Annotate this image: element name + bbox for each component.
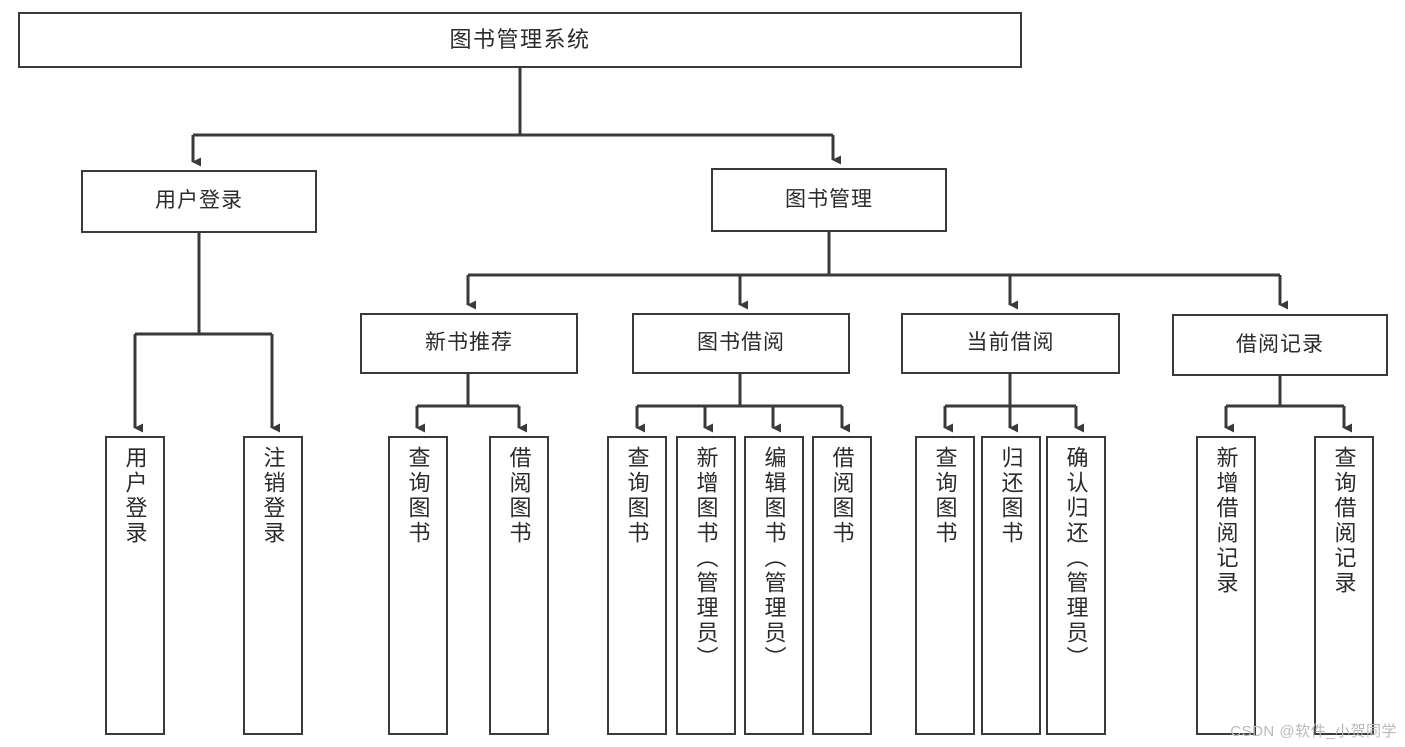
- node-label: 查询图书: [624, 446, 650, 546]
- leaf-book-borrow-edit-admin[interactable]: 编辑图书（管理员）: [744, 436, 804, 735]
- leaf-book-borrow-add-admin[interactable]: 新增图书（管理员）: [676, 436, 736, 735]
- node-label: 图书管理系统: [449, 27, 591, 53]
- node-label: 当前借阅: [966, 331, 1055, 355]
- leaf-borrow-record-add[interactable]: 新增借阅记录: [1196, 436, 1256, 735]
- node-label: 用户登录: [155, 189, 243, 213]
- node-label: 注销登录: [260, 446, 286, 546]
- node-label: 图书管理: [785, 187, 873, 211]
- node-label: 确认归还（管理员）: [1063, 446, 1089, 671]
- leaf-book-borrow-borrow[interactable]: 借阅图书: [812, 436, 872, 735]
- leaf-user-login-login[interactable]: 用户登录: [105, 436, 165, 735]
- node-label: 查询图书: [405, 446, 431, 546]
- node-label: 编辑图书（管理员）: [761, 446, 787, 671]
- node-label: 归还图书: [998, 446, 1024, 546]
- node-label: 新增借阅记录: [1213, 446, 1239, 596]
- node-label: 查询借阅记录: [1331, 446, 1357, 596]
- leaf-current-borrow-return[interactable]: 归还图书: [981, 436, 1041, 735]
- node-book-borrow[interactable]: 图书借阅: [632, 313, 850, 374]
- leaf-borrow-record-query[interactable]: 查询借阅记录: [1314, 436, 1374, 735]
- node-root-book-management-system[interactable]: 图书管理系统: [18, 12, 1022, 68]
- node-label: 用户登录: [122, 446, 148, 546]
- node-label: 新增图书（管理员）: [693, 446, 719, 671]
- node-borrow-record[interactable]: 借阅记录: [1172, 314, 1388, 376]
- node-label: 借阅记录: [1236, 332, 1324, 356]
- node-book-management[interactable]: 图书管理: [711, 168, 947, 232]
- leaf-current-borrow-query[interactable]: 查询图书: [915, 436, 975, 735]
- leaf-user-login-logout[interactable]: 注销登录: [243, 436, 303, 735]
- node-label: 查询图书: [932, 446, 958, 546]
- node-current-borrow[interactable]: 当前借阅: [901, 313, 1120, 374]
- leaf-book-borrow-query[interactable]: 查询图书: [607, 436, 667, 735]
- node-label: 借阅图书: [829, 446, 855, 546]
- watermark: CSDN @软件_小贺同学: [1230, 723, 1397, 740]
- leaf-new-book-borrow[interactable]: 借阅图书: [489, 436, 549, 735]
- node-new-book-recommend[interactable]: 新书推荐: [360, 313, 578, 374]
- node-label: 借阅图书: [506, 446, 532, 546]
- node-label: 新书推荐: [425, 331, 513, 355]
- node-user-login[interactable]: 用户登录: [81, 170, 317, 233]
- leaf-new-book-query[interactable]: 查询图书: [388, 436, 448, 735]
- node-label: 图书借阅: [697, 331, 785, 355]
- leaf-current-borrow-confirm-return-admin[interactable]: 确认归还（管理员）: [1046, 436, 1106, 735]
